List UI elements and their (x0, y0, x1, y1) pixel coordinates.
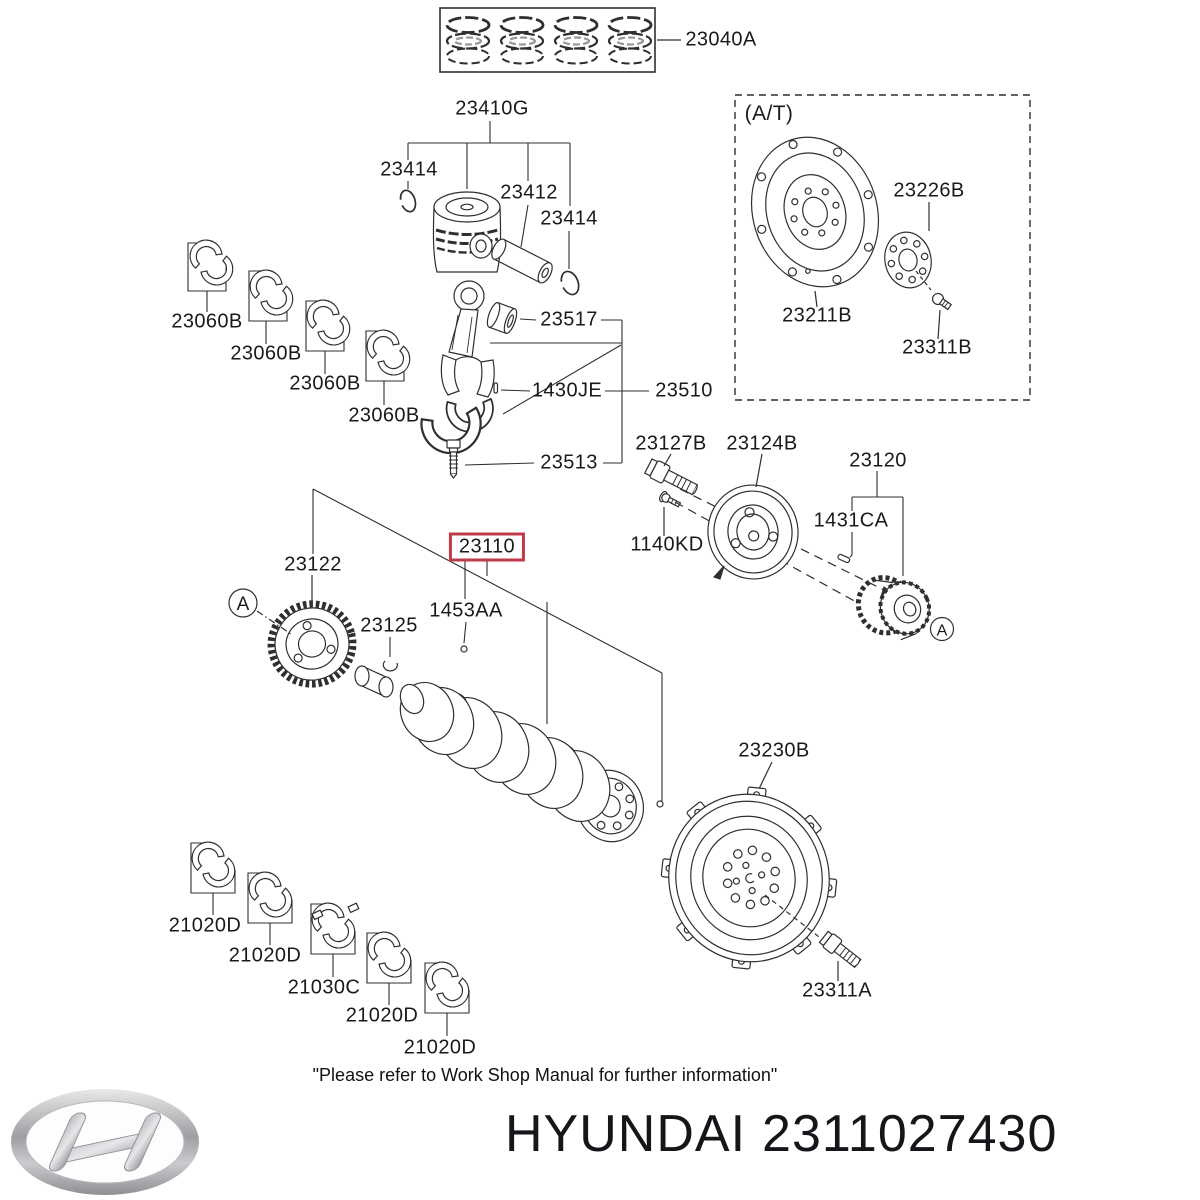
at-group-box (734, 94, 1031, 401)
part-label-woodruff-key: 1431CA (813, 509, 889, 532)
washer-bolt-icon (659, 490, 682, 508)
part-label-main-bearing-3: 21020D (345, 1004, 419, 1027)
part-label-rod-bushing: 23517 (540, 308, 598, 331)
part-label-flywheel-bolt: 23311A (802, 979, 872, 1002)
detail-marker-right-label: A (937, 623, 948, 640)
crankshaft-sprocket-icon (855, 575, 932, 641)
crankshaft-leaders (312, 488, 663, 801)
part-label-rod-bearing-4: 23060B (348, 404, 420, 427)
drive-plate-icon (750, 136, 880, 288)
brand-part-number: 2311027430 (762, 1105, 1058, 1163)
snap-ring-right-icon (560, 270, 580, 296)
leader-23211B (814, 290, 818, 308)
flywheel-bolt-icon (818, 930, 862, 969)
snap-ring-left-icon (399, 189, 417, 213)
pulley-arrow (712, 565, 725, 580)
crank-key-icon (382, 660, 398, 672)
piston-leader-tree (407, 121, 571, 269)
part-label-drive-plate-bolt: 23311B (902, 336, 972, 359)
part-label-washer-bolt: 1140KD (630, 533, 704, 556)
detail-marker-left-circle (228, 588, 258, 618)
part-label-adapter-plate: 23226B (893, 179, 965, 202)
at-group-label: (A/T) (744, 101, 794, 125)
part-label-rod-guide-pin: 1430JE (531, 379, 603, 402)
piston-icon (432, 191, 502, 273)
part-label-rod-bearing-1: 23060B (171, 310, 243, 333)
brand-name: HYUNDAI (505, 1105, 747, 1163)
part-label-main-bearing-2: 21020D (228, 944, 302, 967)
timing-gear-icon (267, 600, 357, 688)
main-bearing-icons (187, 837, 475, 1013)
woodruff-key-icon (837, 553, 851, 564)
piston-rings-icon (445, 16, 653, 65)
dowel-pin-icon-front (460, 645, 468, 653)
workshop-manual-note: "Please refer to Work Shop Manual for fu… (312, 1065, 778, 1086)
part-label-pulley-bolt: 23127B (635, 432, 707, 455)
flywheel-icon (660, 786, 838, 970)
rod-bolt-icon (446, 439, 461, 479)
part-label-piston-assembly: 23410G (455, 97, 529, 120)
connecting-rod-icon (418, 280, 499, 460)
part-label-crank-key: 23125 (360, 614, 418, 637)
rod-bearing-brackets (187, 242, 405, 405)
leader-23127B (663, 453, 672, 467)
part-label-rod-bearing-2: 23060B (230, 342, 302, 365)
drive-plate-bolt-icon (931, 292, 953, 311)
marker-leader (256, 610, 292, 635)
main-bearing-brackets (190, 842, 470, 1036)
rod-bushing-icon (486, 302, 518, 334)
detail-marker-left-label: A (237, 594, 250, 615)
dowel-pin-icon-rear (656, 800, 664, 808)
part-label-piston-pin: 23412 (500, 181, 558, 204)
crankshaft-icon (354, 665, 644, 843)
brand-line: HYUNDAI 2311027430 (505, 1108, 1057, 1160)
rod-assembly-leaders (464, 318, 649, 466)
detail-marker-right-circle (929, 616, 955, 642)
part-label-flywheel: 23230B (738, 739, 810, 762)
part-label-crankshaft-highlighted: 23110 (448, 532, 526, 562)
part-label-snap-ring-right: 23414 (540, 207, 598, 230)
dash-23311A (764, 894, 824, 941)
part-label-connecting-rod: 23510 (655, 379, 713, 402)
part-label-drive-plate: 23211B (782, 304, 852, 327)
part-label-thrust-bearing: 21030C (287, 976, 361, 999)
crankshaft-pulley-icon (707, 484, 799, 580)
part-label-timing-gear: 23122 (284, 553, 342, 576)
part-label-sprocket: 23120 (849, 449, 907, 472)
axis-dash-2 (674, 501, 859, 604)
ring-set-box (439, 7, 656, 73)
part-label-rod-bearing-3: 23060B (289, 372, 361, 395)
part-label-ring-set: 23040A (685, 28, 757, 51)
part-label-pulley: 23124B (726, 432, 798, 455)
hyundai-logo (11, 1089, 199, 1195)
part-label-rod-bolt: 23513 (540, 451, 598, 474)
part-label-main-bearing-1: 21020D (168, 914, 242, 937)
pulley-bolt-icon (643, 458, 699, 496)
part-label-main-bearing-4: 21020D (403, 1036, 477, 1059)
piston-pin-icon (491, 238, 553, 284)
rod-guide-pin-icon (493, 382, 499, 394)
part-label-dowel-pin: 1453AA (429, 599, 503, 622)
leader-23124B (755, 453, 763, 488)
diagram-strokes (185, 7, 1031, 1036)
adapter-plate-icon (884, 231, 932, 289)
part-label-snap-ring-left: 23414 (380, 158, 438, 181)
leader-23311B (937, 309, 941, 340)
